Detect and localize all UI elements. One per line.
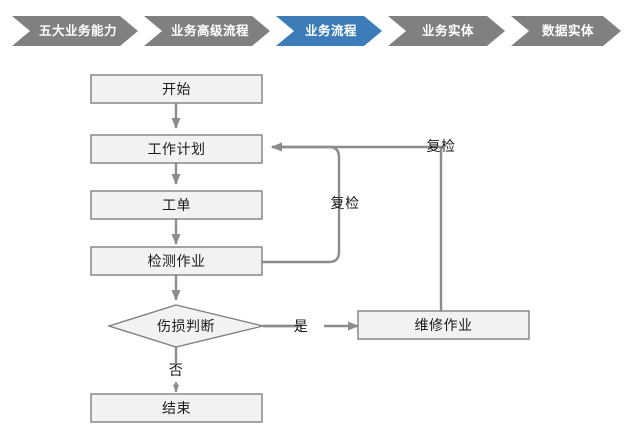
breadcrumb-item-label-5[interactable]: 数据实体 xyxy=(541,24,594,38)
node-workorder[interactable] xyxy=(90,190,263,220)
breadcrumb-item-label-1[interactable]: 五大业务能力 xyxy=(38,24,117,38)
breadcrumb-chevron-4[interactable] xyxy=(388,16,505,46)
edge-label-recheck-middle: 复检 xyxy=(330,195,360,211)
node-inspect[interactable] xyxy=(90,246,263,276)
node-repair[interactable] xyxy=(357,310,530,340)
node-label-decision[interactable]: 伤损判断 xyxy=(157,318,215,334)
breadcrumb-chevron-3[interactable] xyxy=(276,16,382,46)
breadcrumb-chevron-2[interactable] xyxy=(144,16,270,46)
node-workplan[interactable] xyxy=(90,134,263,164)
node-end[interactable] xyxy=(90,393,263,423)
breadcrumb-chevron-1[interactable] xyxy=(12,16,138,46)
edge-label-no: 否 xyxy=(168,362,184,378)
breadcrumb-shapes xyxy=(12,16,621,46)
breadcrumb: 五大业务能力 业务高级流程 业务流程 业务实体 数据实体 xyxy=(0,0,634,62)
node-decision[interactable] xyxy=(106,304,264,348)
breadcrumb-item-label-2[interactable]: 业务高级流程 xyxy=(170,24,249,38)
node-label-start[interactable]: 开始 xyxy=(162,81,191,97)
breadcrumb-item-label-3[interactable]: 业务流程 xyxy=(304,24,357,38)
breadcrumb-item-label-4[interactable]: 业务实体 xyxy=(421,24,474,38)
node-label-end[interactable]: 结束 xyxy=(162,400,191,416)
breadcrumb-chevron-5[interactable] xyxy=(511,16,621,46)
node-label-workorder[interactable]: 工单 xyxy=(162,197,191,213)
connector-repair-recheck-loop xyxy=(271,142,443,313)
node-label-inspect[interactable]: 检测作业 xyxy=(147,253,206,269)
edge-label-yes: 是 xyxy=(293,318,309,334)
node-label-workplan[interactable]: 工作计划 xyxy=(147,141,206,157)
edge-label-recheck-top: 复检 xyxy=(426,138,456,154)
node-start[interactable] xyxy=(90,74,263,104)
node-label-repair[interactable]: 维修作业 xyxy=(414,317,473,333)
